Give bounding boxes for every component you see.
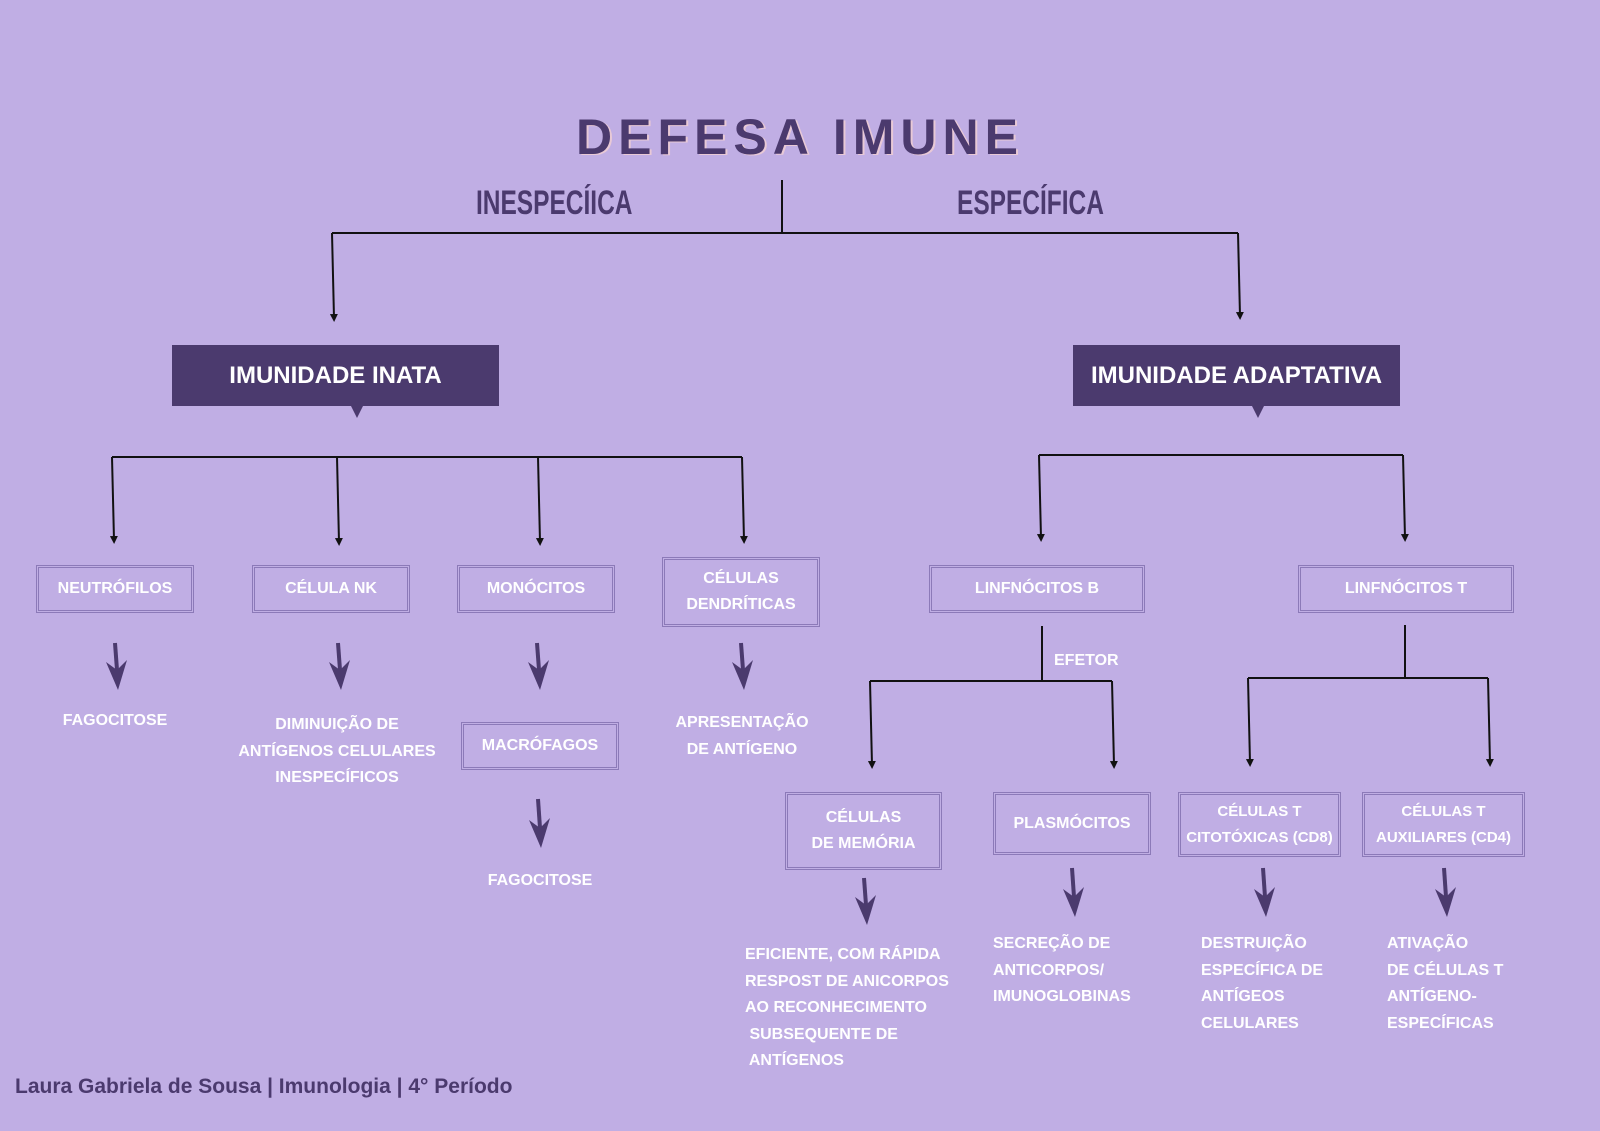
- down-arrow-icon: [732, 642, 753, 690]
- down-arrow-icon: [1063, 867, 1084, 917]
- down-arrow-icon: [529, 798, 550, 848]
- innate-immunity-box: IMUNIDADE INATA: [172, 345, 499, 418]
- node-nk-cell: CÉLULA NK: [252, 565, 410, 613]
- result-macrophages: FAGOCITOSE: [487, 872, 593, 889]
- down-arrow-icon: [1435, 867, 1456, 917]
- node-t-lymphocytes: LINFNÓCITOS T: [1298, 565, 1514, 613]
- node-label: LINFNÓCITOS T: [1344, 580, 1468, 597]
- down-arrow-icon: [528, 642, 549, 690]
- b-cell-connector: [870, 626, 1112, 682]
- node-macrophages: MACRÓFAGOS: [461, 722, 619, 770]
- branch-label-specific: ESPECÍFICA: [957, 184, 1104, 222]
- node-label: CÉLULAS: [703, 570, 779, 587]
- node-dendritic-cells: CÉLULAS DENDRÍTICAS: [662, 557, 820, 627]
- node-plasma-cells: PLASMÓCITOS: [993, 792, 1151, 855]
- down-arrow-icon: [1254, 867, 1275, 917]
- t-cell-connector: [1248, 625, 1488, 679]
- result-neutrophils: FAGOCITOSE: [62, 712, 168, 729]
- node-label: DENDRÍTICAS: [686, 596, 796, 613]
- root-connector: [332, 180, 1238, 234]
- node-label: LINFNÓCITOS B: [974, 580, 1100, 597]
- author-footer: Laura Gabriela de Sousa | Imunologia | 4…: [15, 1075, 513, 1098]
- node-label: CÉLULA NK: [285, 580, 377, 597]
- node-b-lymphocytes: LINFNÓCITOS B: [929, 565, 1145, 613]
- effector-label: EFETOR: [1054, 652, 1119, 669]
- node-label: MONÓCITOS: [486, 580, 586, 597]
- down-arrow-icon: [106, 642, 127, 690]
- branch-label-nonspecific: INESPECÍICA: [476, 184, 633, 222]
- down-arrow-icon: [329, 642, 350, 690]
- innate-immunity-label: IMUNIDADE INATA: [229, 361, 442, 389]
- node-neutrophils: NEUTRÓFILOS: [36, 565, 194, 613]
- node-label: NEUTRÓFILOS: [57, 580, 173, 597]
- adaptive-immunity-box: IMUNIDADE ADAPTATIVA: [1073, 345, 1400, 418]
- node-monocytes: MONÓCITOS: [457, 565, 615, 613]
- page-title: DEFESA IMUNE: [576, 109, 1024, 165]
- down-arrow-icon: [855, 877, 876, 925]
- node-label: MACRÓFAGOS: [481, 737, 599, 754]
- adaptive-immunity-label: IMUNIDADE ADAPTATIVA: [1090, 361, 1383, 389]
